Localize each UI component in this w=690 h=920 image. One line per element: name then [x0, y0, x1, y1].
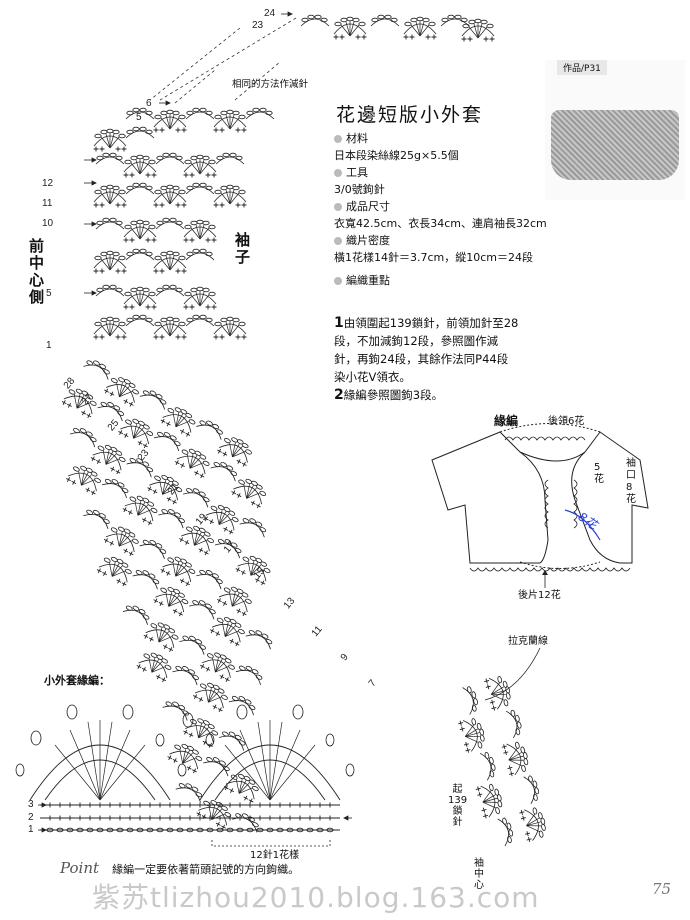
row-number-11: 11 [42, 198, 53, 209]
top-row-strip [301, 15, 495, 41]
photo-tag: 作品/P31 [557, 60, 607, 75]
watermark: 紫苏tlizhou2010.blog.163.com [92, 881, 540, 914]
pattern-title: 花邊短版小外套 [336, 104, 484, 126]
step2-number: 2 [334, 387, 344, 403]
start-chain-line4: 針 [452, 817, 463, 828]
sleeve-label: 袖子 [233, 232, 251, 266]
diagonal-body-chart [0, 356, 551, 852]
knit-texture [551, 110, 679, 180]
row-number-5-upper: 5 [136, 112, 142, 123]
materials-label: 材料 [346, 132, 368, 145]
border-chart [15, 704, 355, 847]
bullet-icon [334, 277, 342, 285]
tools-value: 3/0號鉤針 [334, 183, 385, 196]
step1-line3: 針，再鉤24段，其餘作法同P44段 [334, 352, 509, 366]
front-label: 5花 [594, 462, 604, 485]
border-row-2: 2 [28, 812, 34, 823]
bullet-icon [334, 237, 342, 245]
decrease-note: 相同的方法作減針 [232, 79, 309, 90]
size-label: 成品尺寸 [346, 200, 390, 213]
repeat-label: 12針1花樣 [250, 850, 300, 861]
step2-line1: 緣編參照圖鉤3段。 [343, 388, 444, 402]
step1-line4: 染小花V領衣。 [334, 370, 411, 384]
step1-number: 1 [334, 315, 344, 331]
point-label: Point [60, 859, 100, 877]
front-center-label: 前中心側 [27, 238, 45, 306]
bullet-icon [334, 203, 342, 211]
materials-block: 材料 日本段染絲線25g×5.5個 工具 3/0號鉤針 成品尺寸 衣寬42.5c… [334, 130, 547, 289]
upper-body-chart [94, 108, 275, 339]
start-chain-line2: 139 [448, 795, 468, 806]
raglan-label: 拉克蘭線 [508, 636, 548, 647]
size-value: 衣寬42.5cm、衣長34cm、連肩袖長32cm [334, 217, 547, 230]
edge-title: 緣編 [494, 414, 519, 428]
gauge-label: 織片密度 [346, 234, 390, 247]
points-label: 編織重點 [346, 274, 390, 287]
row-number-10: 10 [42, 218, 54, 229]
back-hem-label: 後片12花 [518, 590, 561, 601]
border-row-1: 1 [28, 824, 34, 835]
border-row-3: 3 [28, 799, 34, 810]
garment-photo: 作品/P31 [545, 60, 685, 200]
step1-line1: 由領圍起139鎖針，前領加針至28 [343, 316, 519, 330]
cuff-label: 袖口8花 [626, 458, 636, 505]
back-neck-label: 後領6花 [548, 416, 585, 427]
page-number: 75 [652, 880, 672, 898]
sleeve-center-label: 袖中心 [474, 858, 484, 891]
start-chain-line3: 鎖 [452, 806, 463, 817]
start-chain-line1: 起 [452, 784, 463, 795]
point-note: Point 緣編一定要依著箭頭記號的方向鉤織。 [60, 858, 299, 877]
border-chart-title: 小外套緣編： [44, 674, 110, 687]
row-number-6: 6 [146, 98, 152, 109]
step1-line2: 段，不加減鉤12段，參照圖作減 [334, 334, 499, 348]
point-text: 緣編一定要依著箭頭記號的方向鉤織。 [112, 863, 300, 876]
start-chain-label: 起 139 鎖 針 [448, 784, 467, 828]
jacket-silhouette [431, 423, 649, 569]
bullet-icon [334, 169, 342, 177]
row-number-24: 24 [264, 8, 276, 19]
row-number-23: 23 [252, 20, 264, 31]
gauge-value: 橫1花樣14針＝3.7cm，縱10cm＝24段 [334, 251, 534, 264]
row-number-12: 12 [42, 178, 54, 189]
materials-value: 日本段染絲線25g×5.5個 [334, 149, 459, 162]
row-number-1: 1 [46, 340, 52, 351]
row-number-5: 5 [46, 288, 52, 299]
bullet-icon [334, 135, 342, 143]
tools-label: 工具 [346, 166, 368, 179]
steps-block: 1由領圍起139鎖針，前領加針至28 段，不加減鉤12段，參照圖作減 針，再鉤2… [334, 314, 518, 404]
